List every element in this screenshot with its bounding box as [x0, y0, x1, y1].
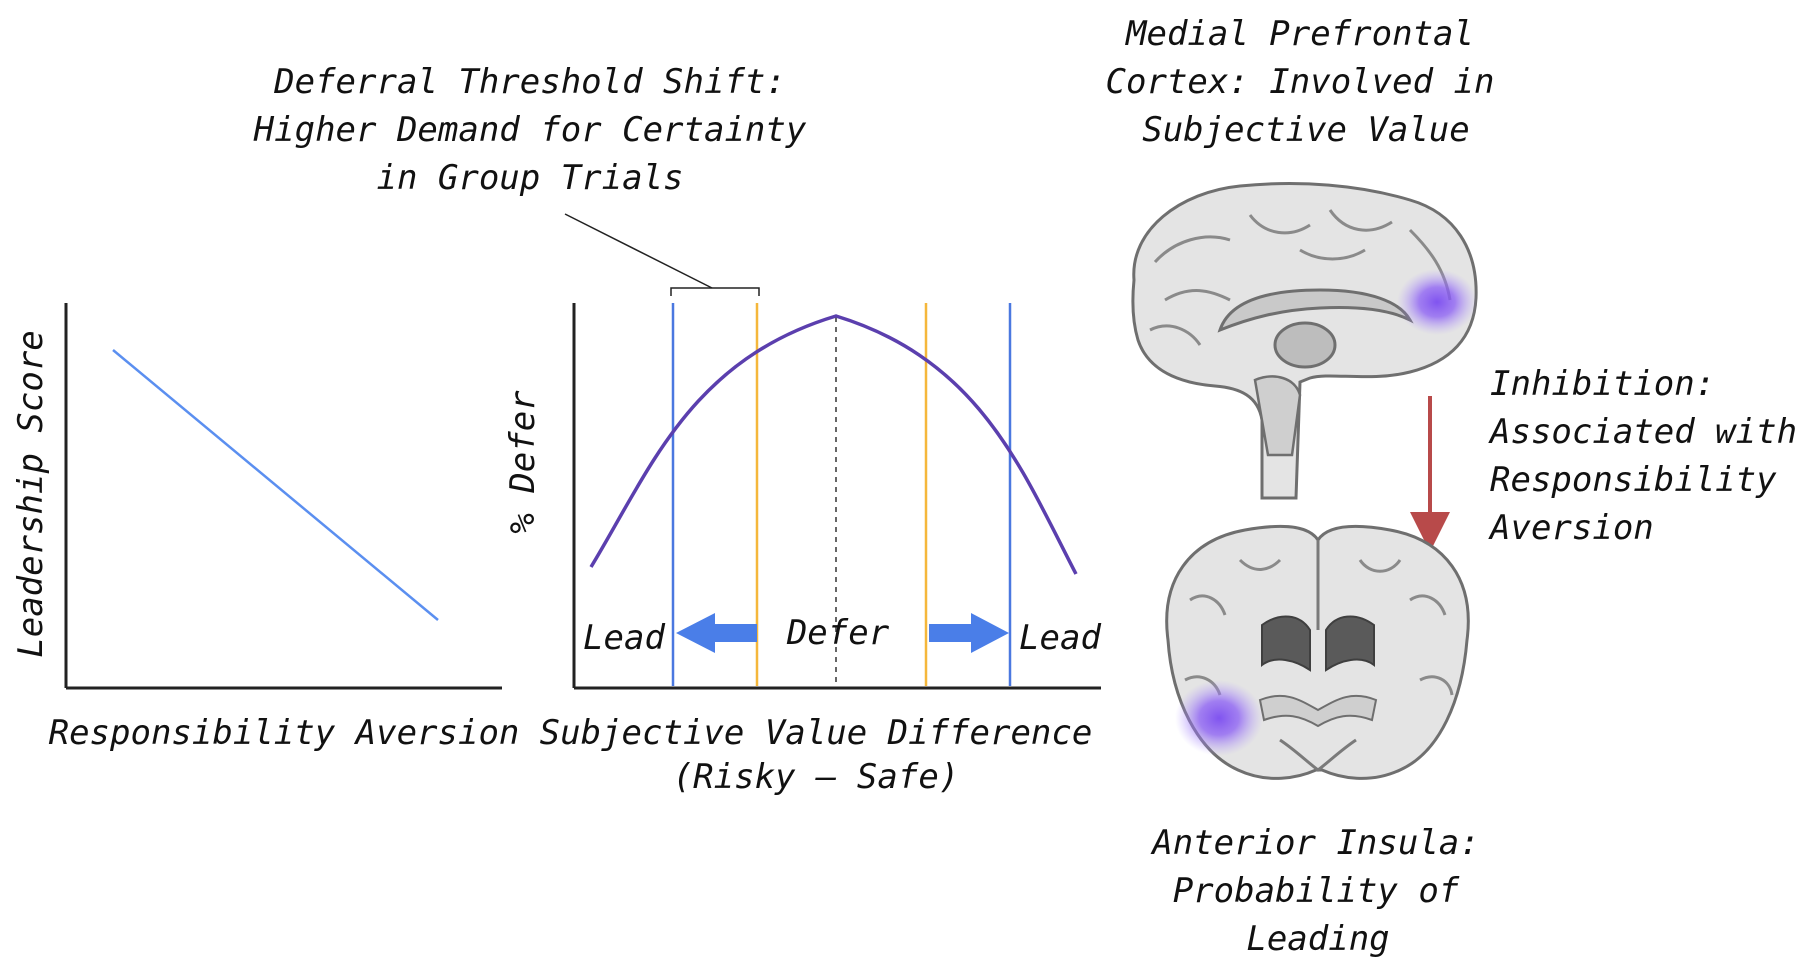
brain-panel: Medial Prefrontal Cortex: Involved in Su…: [1106, 14, 1798, 959]
annotation-line-2: Higher Demand for Certainty: [253, 110, 807, 150]
inhibition-label-line-1: Inhibition:: [1490, 364, 1715, 404]
threshold-bracket: [670, 287, 760, 296]
insula-label-line-2: Probability of: [1173, 871, 1460, 911]
sagittal-brain-image: [1131, 182, 1478, 500]
mpfc-label-line-1: Medial Prefrontal: [1125, 14, 1474, 54]
lead-right-arrow: [929, 613, 1009, 653]
insula-highlight: [1175, 680, 1263, 756]
coronal-brain-image: [1165, 524, 1470, 780]
annotation-pointer: [564, 213, 713, 289]
mpfc-highlight: [1397, 269, 1477, 335]
middle-y-label: % Defer: [503, 390, 543, 534]
annotation-line-3: in Group Trials: [376, 158, 683, 198]
defer-center-label: Defer: [786, 613, 890, 653]
inhibition-label-line-2: Associated with: [1488, 412, 1797, 452]
inhibition-label-line-3: Responsibility: [1490, 460, 1777, 500]
middle-x-label-line2: (Risky – Safe): [673, 757, 960, 797]
leadership-plot: Leadership Score Responsibility Aversion: [11, 303, 519, 753]
middle-x-label-line1: Subjective Value Difference: [540, 713, 1093, 753]
mpfc-label-line-2: Cortex: Involved in: [1106, 62, 1495, 102]
defer-plot: Lead Defer Lead % Defer Subjective Value…: [253, 62, 1102, 797]
left-y-label: Leadership Score: [11, 330, 51, 658]
insula-label-line-3: Leading: [1246, 919, 1389, 959]
defer-curve: [589, 314, 1078, 575]
inhibition-label-line-4: Aversion: [1488, 508, 1654, 548]
insula-label-line-1: Anterior Insula:: [1150, 823, 1480, 863]
annotation-line-1: Deferral Threshold Shift:: [273, 62, 786, 102]
lead-left-label: Lead: [583, 618, 665, 658]
lead-right-label: Lead: [1019, 618, 1101, 658]
leadership-trend-line: [112, 349, 439, 621]
lead-left-arrow: [676, 613, 757, 653]
mpfc-label-line-3: Subjective Value: [1142, 110, 1470, 150]
left-x-label: Responsibility Aversion: [49, 713, 520, 753]
